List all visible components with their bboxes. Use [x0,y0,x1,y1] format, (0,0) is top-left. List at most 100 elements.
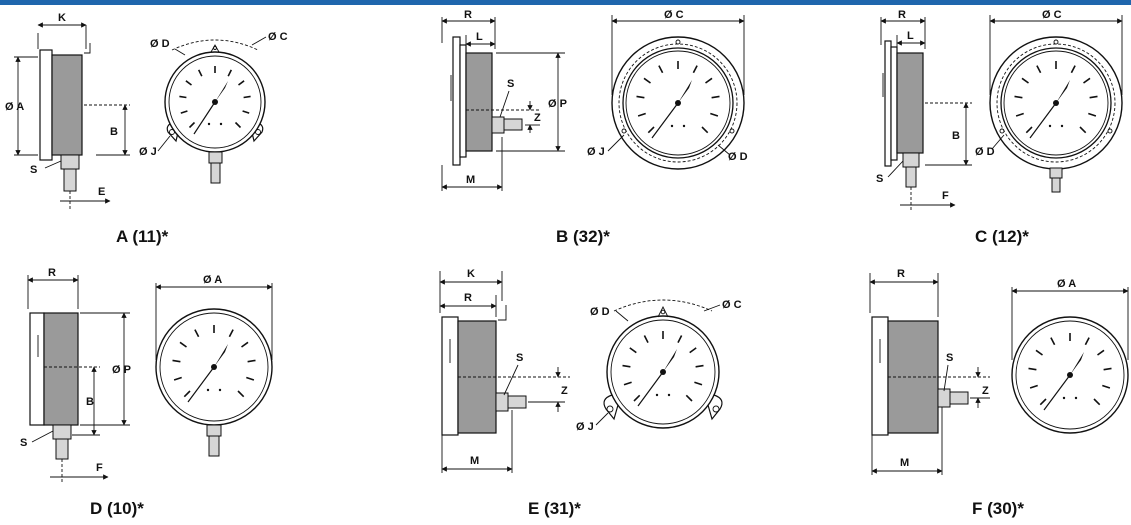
dial-tick [705,77,713,84]
dial-tick [246,376,255,381]
caption-e: E (31)* [528,499,581,518]
dial-tick [1028,367,1037,371]
gauge-side-view [882,40,924,211]
dial-tick [1014,95,1023,99]
dim-b: B [110,126,118,138]
gauge-front-view [603,315,723,429]
dim-c: Ø C [1042,9,1062,21]
dial-tick [241,341,249,348]
gauge-side-view [871,316,990,436]
dial-tick [1050,337,1056,346]
dim-s: S [30,164,37,176]
gauge-front-view [989,36,1123,193]
dim-l: L [476,31,483,43]
figure-e: K R S Z M Ø D Ø [439,268,742,518]
dim-a: Ø A [203,274,222,286]
figure-b: R L Ø P S Z M [441,9,748,246]
figure-d: R Ø P B S F Ø A D (10)* [20,267,273,518]
dial-tick [1021,77,1029,84]
dial-tick [183,390,191,398]
dial-tick [1084,337,1090,346]
dial-tick [180,110,188,114]
dial-tick [689,347,697,354]
dial-tick [710,112,719,117]
gauge-side-view [29,312,79,483]
gauge-diagrams: K Ø A B S E Ø D [5,9,1129,518]
dim-a: Ø A [5,101,24,113]
caption-a: A (11)* [116,227,169,246]
dial-tick [1083,77,1091,84]
dial-ticks [1014,61,1098,134]
dim-j: Ø J [139,146,157,158]
dial-tick [636,95,645,99]
dial-ticks [1028,333,1112,406]
dial-tick [173,376,182,381]
figure-a: K Ø A B S E Ø D [5,12,288,246]
caption-d: D (10)* [90,499,144,518]
dim-r: R [897,268,905,280]
dial-tick [629,347,637,354]
dial-tick [1102,384,1111,389]
gauge-side-view [441,305,570,436]
dial-tick [623,381,632,386]
dial-tick [647,126,655,134]
dim-d: Ø D [728,151,748,163]
dim-p: Ø P [112,364,131,376]
dial-tick [1097,349,1105,356]
dial-tick [1088,112,1097,117]
dim-s: S [946,352,953,364]
gauge-front-view [611,36,745,170]
dial-tick [1035,349,1043,356]
dial-tick [172,359,181,363]
dial-tick [179,341,187,348]
dial-tick [695,364,704,368]
dial-tick [194,329,200,338]
dial-tick [242,110,250,114]
dim-j: Ø J [576,421,594,433]
dim-p: Ø P [548,98,567,110]
dial-tick [701,126,709,134]
dial-tick [188,121,196,129]
dial-ticks [636,61,720,134]
dim-s: S [507,78,514,90]
dim-m: M [466,174,475,186]
dial-tick [1036,65,1042,74]
dim-c: Ø C [722,299,742,311]
dial-tick [1015,112,1024,117]
dim-s: S [516,352,523,364]
dial-tick [1089,95,1098,99]
dim-j: Ø J [587,146,605,158]
caption-f: F (30)* [972,499,1024,518]
caption-c: C (12)* [975,227,1029,246]
dial-tick [694,381,703,386]
dim-b: B [86,396,94,408]
dial-tick [633,394,641,402]
dim-d: Ø D [150,38,170,50]
dial-tick [243,95,251,99]
dial-tick [643,77,651,84]
dim-z: Z [534,112,541,124]
dial-tick [227,69,233,77]
gauge-side-view [39,43,91,210]
figure-c: R L B S F Ø C [876,9,1123,246]
dial-tick [637,112,646,117]
dim-c: Ø C [268,31,288,43]
figure-f: R S Z M Ø A F (30)* [869,268,1129,518]
dim-k: K [58,12,66,24]
caption-b: B (32)* [556,227,610,246]
dial-tick [1025,126,1033,134]
dial-tick [711,95,720,99]
dim-e: E [98,186,105,198]
dial-ticks [622,331,704,402]
dial-tick [228,329,234,338]
dim-a: Ø A [1057,278,1076,290]
dial-tick [622,364,631,368]
dial-tick [247,359,256,363]
dial-tick [685,394,693,402]
dial-tick [185,80,192,86]
gauge-front-view [155,308,273,457]
dial-tick [1079,126,1087,134]
top-band [0,0,1131,5]
dim-c: Ø C [664,9,684,21]
dial-tick [658,65,664,74]
